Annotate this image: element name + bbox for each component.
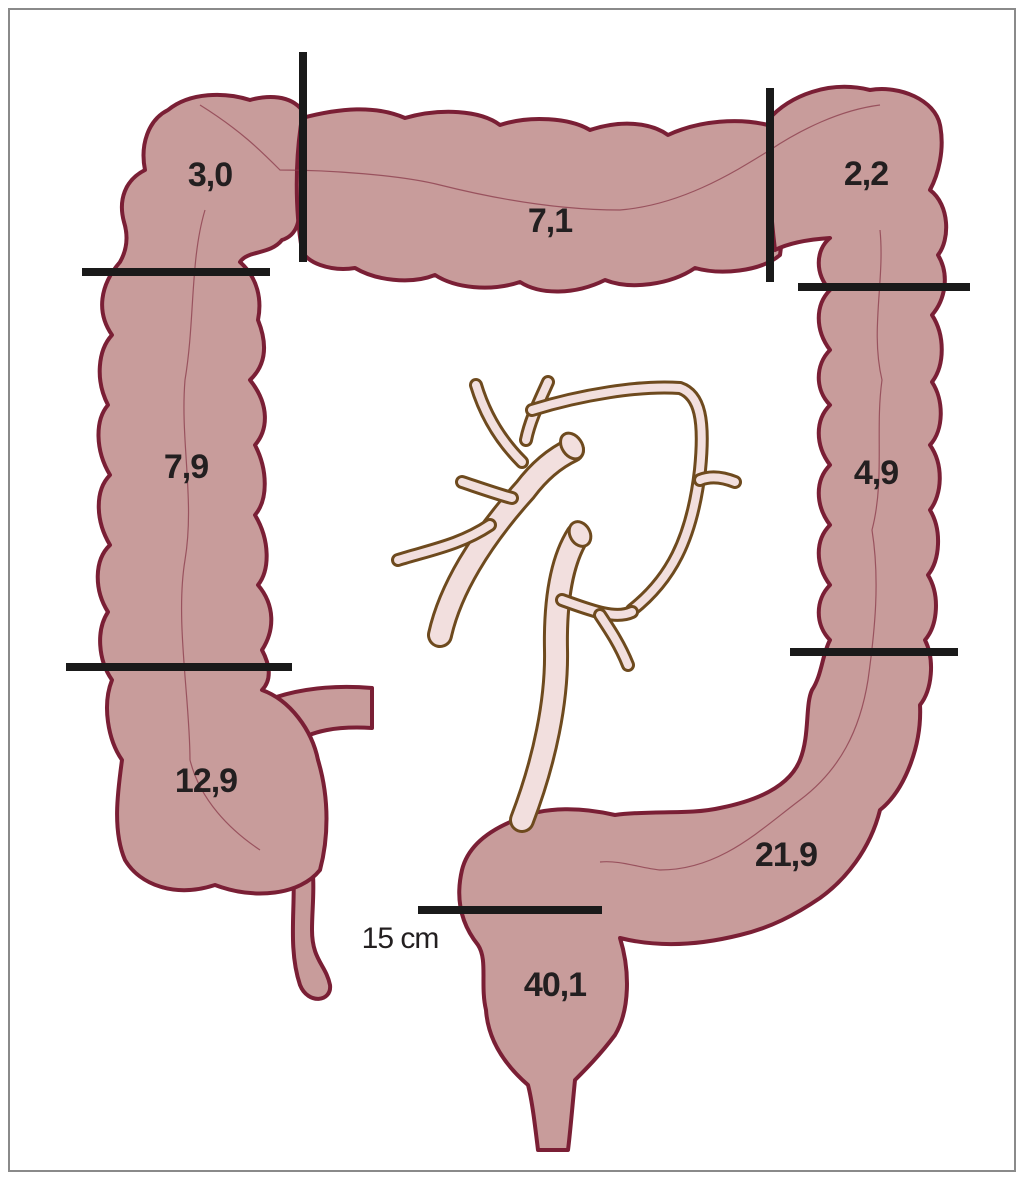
label-descending: 4,9 (854, 454, 898, 492)
transverse-colon (297, 109, 784, 291)
mesenteric-vessels (398, 382, 735, 820)
label-cecum: 12,9 (175, 762, 237, 800)
label-hepatic-flexure: 3,0 (188, 156, 232, 194)
label-transverse: 7,1 (528, 202, 572, 240)
label-splenic-flexure: 2,2 (844, 155, 888, 193)
label-15cm: 15 cm (362, 922, 439, 955)
label-rectum: 40,1 (524, 966, 586, 1004)
colon-shape (98, 87, 946, 1150)
label-sigmoid: 21,9 (755, 836, 817, 874)
label-ascending: 7,9 (164, 448, 208, 486)
